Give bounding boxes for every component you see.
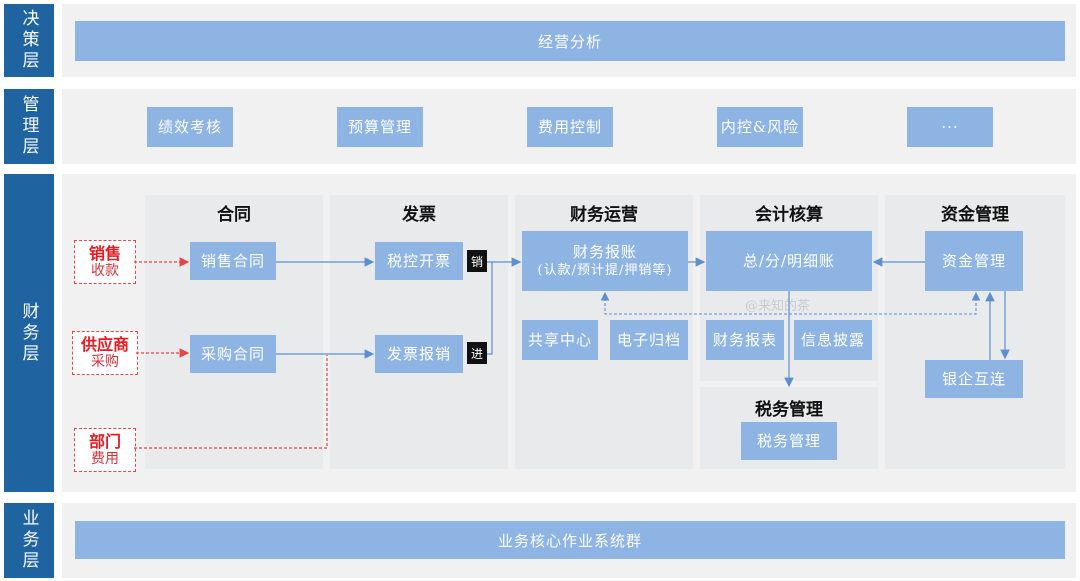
tax-management-box: 税务管理 [741,422,837,460]
tax-invoicing-box: 税控开票 [375,242,463,280]
supplier-source-title: 供应商 [80,335,129,354]
business-analysis-bar: 经营分析 [75,21,1065,61]
invoice-reimburse-box: 发票报销 [375,335,463,373]
internal-control-risk-box: 内控&风险 [717,107,803,147]
e-archive-box: 电子归档 [610,320,688,360]
business-layer-label: 业务层 [4,503,54,578]
more-items-box: ··· [907,107,993,147]
sales-contract-box: 销售合同 [190,242,276,280]
shared-center-box: 共享中心 [522,320,598,360]
department-source-title: 部门 [88,432,121,451]
decision-layer-label: 决策层 [4,4,54,77]
supplier-source: 供应商 采购 [72,331,138,375]
performance-appraisal-box: 绩效考核 [147,107,233,147]
input-invoice-tag: 进 [467,342,487,364]
finance-fund-dashed-loop [604,293,977,315]
bank-enterprise-link-box: 银企互连 [925,360,1023,398]
sales-source: 销售 收款 [74,240,136,284]
contract-panel-title: 合同 [217,205,251,225]
department-to-reimburse-line [134,355,328,449]
sales-invoice-tag: 销 [467,250,487,272]
invoices-to-finance-line [487,261,493,355]
finance-ops-panel-title: 财务运营 [570,205,638,225]
sales-source-sub: 收款 [91,263,119,280]
budget-management-box: 预算管理 [337,107,423,147]
finance-reimburse-title: 财务报账 [572,243,637,262]
department-source-sub: 费用 [91,451,119,468]
financial-report-box: 财务报表 [706,320,784,360]
sales-source-title: 销售 [88,244,121,263]
supplier-source-sub: 采购 [91,354,119,371]
department-source: 部门 费用 [74,428,136,472]
finance-layer-label: 财务层 [4,174,54,492]
management-layer-label: 管理层 [4,89,54,164]
accounting-panel-title: 会计核算 [755,205,823,225]
invoice-panel [330,195,508,469]
business-core-systems-bar: 业务核心作业系统群 [75,521,1065,559]
ledger-box: 总/分/明细账 [706,231,872,291]
fund-management-box: 资金管理 [925,231,1023,291]
watermark: @来知的茶 [745,299,811,314]
contract-panel [145,195,323,469]
purchase-contract-box: 采购合同 [190,335,276,373]
fund-panel-title: 资金管理 [941,205,1009,225]
expense-control-box: 费用控制 [527,107,613,147]
info-disclosure-box: 信息披露 [794,320,872,360]
finance-reimburse-box: 财务报账 (认款/预计提/押销等) [522,231,688,291]
invoice-panel-title: 发票 [402,205,436,225]
tax-panel-title: 税务管理 [755,400,823,420]
finance-reimburse-sub: (认款/预计提/押销等) [537,263,673,279]
